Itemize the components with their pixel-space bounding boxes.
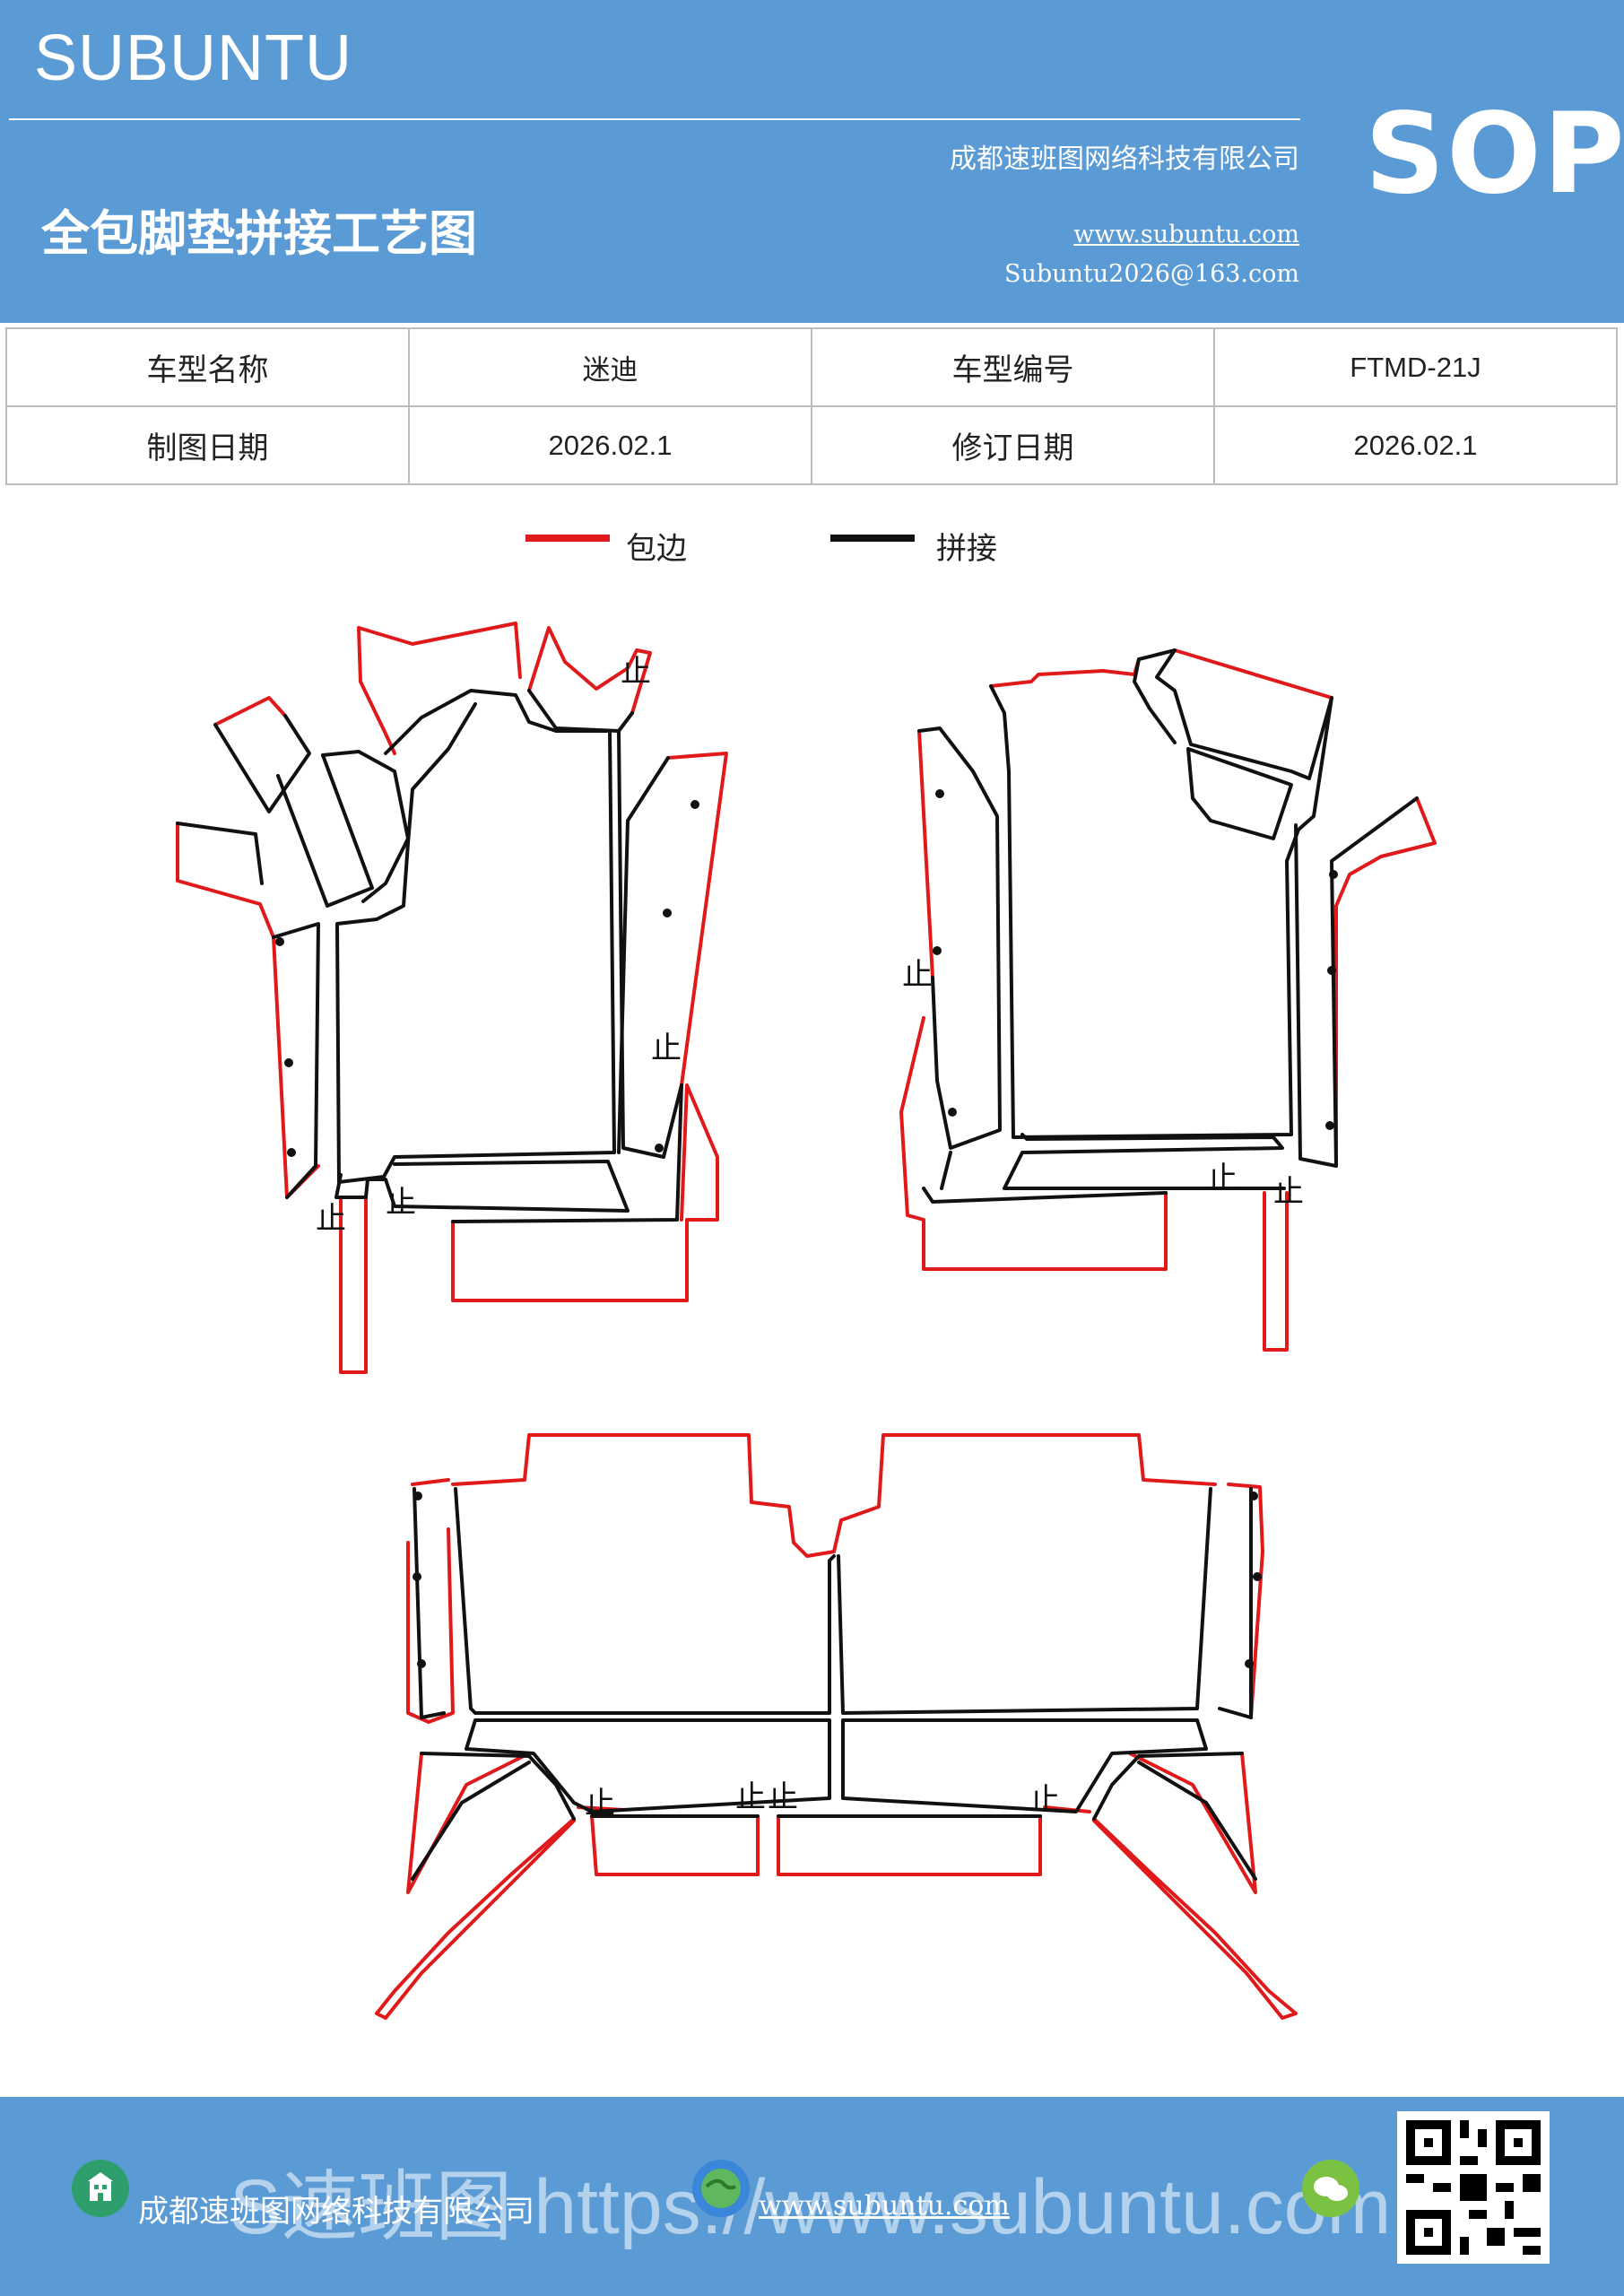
table-row: 车型名称 迷迪 车型编号 FTMD-21J xyxy=(5,327,1618,407)
globe-icon xyxy=(692,2160,750,2217)
stop-marker: 止 xyxy=(621,654,651,690)
table-cell: 2026.02.1 xyxy=(408,405,812,485)
footer-company: 成都速班图网络科技有限公司 xyxy=(138,2194,534,2230)
stop-marker: 止 xyxy=(386,1185,416,1221)
legend-edge-swatch xyxy=(525,535,610,542)
table-cell: 迷迪 xyxy=(408,327,812,407)
stop-marker: 止 xyxy=(768,1779,798,1815)
sop-badge: SOP xyxy=(1365,90,1624,219)
header-divider xyxy=(9,118,1300,120)
building-icon xyxy=(72,2160,129,2217)
wechat-icon xyxy=(1302,2160,1359,2217)
brand-name: SUBUNTU xyxy=(34,22,353,94)
table-cell: 制图日期 xyxy=(5,405,410,485)
qr-code-icon xyxy=(1397,2111,1550,2264)
table-cell: 车型编号 xyxy=(811,327,1215,407)
table-cell: 修订日期 xyxy=(811,405,1215,485)
header-banner: SUBUNTU 全包脚垫拼接工艺图 成都速班图网络科技有限公司 www.subu… xyxy=(0,0,1624,323)
rear-mat xyxy=(375,1433,1298,2020)
stop-marker: 止 xyxy=(585,1786,615,1822)
legend-edge-label: 包边 xyxy=(626,531,687,567)
legend-joint-swatch xyxy=(830,535,915,542)
footer-website[interactable]: www.subuntu.com xyxy=(759,2190,1010,2222)
front-left-mat xyxy=(176,622,728,1374)
stop-marker: 止 xyxy=(316,1201,346,1237)
mat-assembly-diagram: 止 止 止 止 止 止 止 止 止 止 止 xyxy=(176,622,1437,2020)
stop-marker: 止 xyxy=(1273,1174,1304,1210)
website-link[interactable]: www.subuntu.com xyxy=(1073,221,1299,248)
table-cell: 2026.02.1 xyxy=(1213,405,1618,485)
table-cell: 车型名称 xyxy=(5,327,410,407)
table-row: 制图日期 2026.02.1 修订日期 2026.02.1 xyxy=(5,405,1618,485)
footer-watermark: S速班图 https://www.subuntu.com xyxy=(230,2164,1392,2250)
vehicle-info-table: 车型名称 迷迪 车型编号 FTMD-21J 制图日期 2026.02.1 修订日… xyxy=(5,327,1618,485)
footer-banner: S速班图 https://www.subuntu.com 成都速班图网络科技有限… xyxy=(0,2097,1624,2296)
document-title: 全包脚垫拼接工艺图 xyxy=(41,205,477,262)
stop-marker: 止 xyxy=(735,1779,766,1815)
stop-marker: 止 xyxy=(651,1031,682,1066)
company-name: 成都速班图网络科技有限公司 xyxy=(950,144,1299,175)
stop-marker: 止 xyxy=(1029,1782,1060,1818)
table-cell: FTMD-21J xyxy=(1213,327,1618,407)
stop-marker: 止 xyxy=(1207,1161,1238,1196)
email-address: Subuntu2026@163.com xyxy=(1004,260,1299,288)
front-right-mat xyxy=(899,648,1437,1352)
stop-marker: 止 xyxy=(902,957,933,993)
legend-joint-label: 拼接 xyxy=(936,531,997,567)
